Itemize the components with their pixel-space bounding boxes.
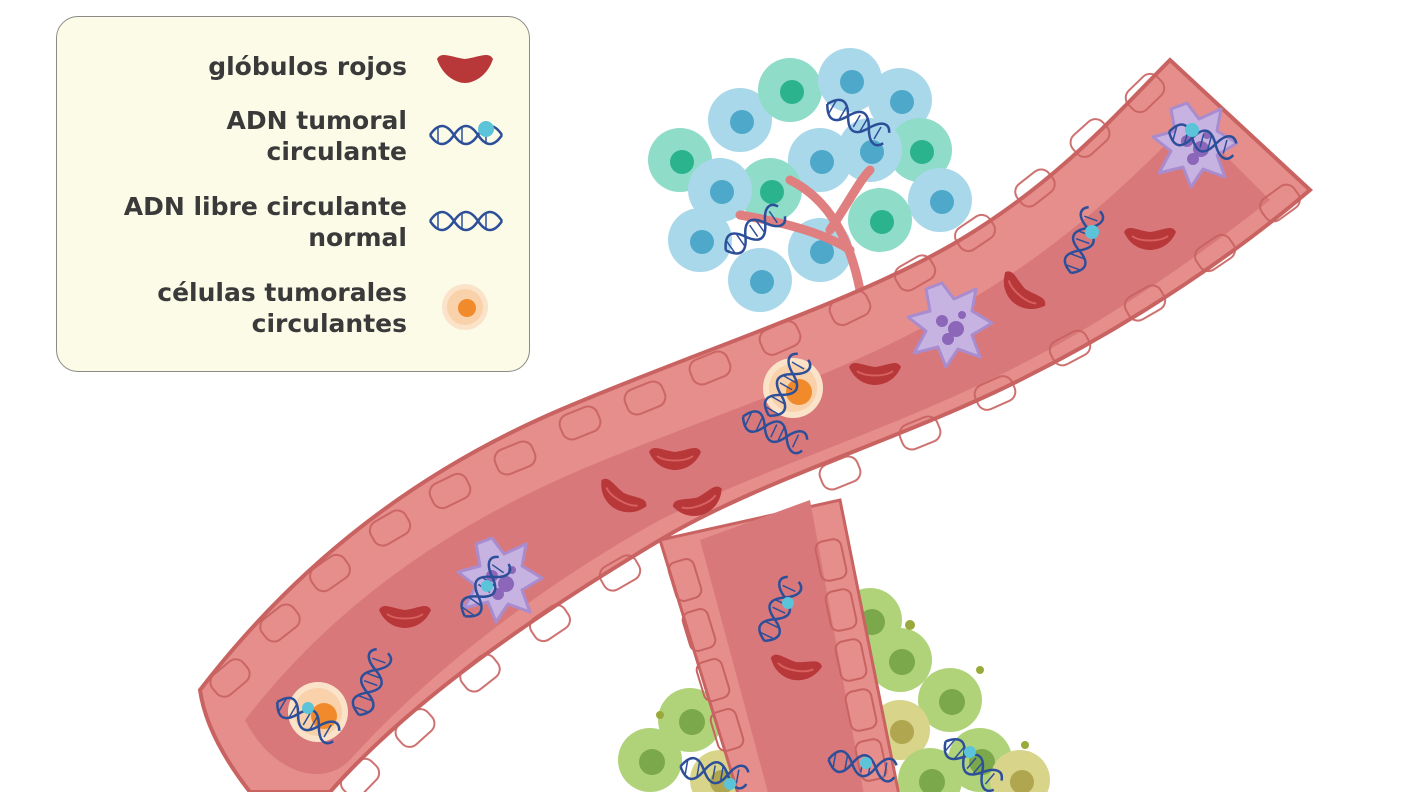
vessel-contents — [270, 92, 1239, 792]
legend-label: ADN libre circulante normal — [123, 192, 407, 252]
green-tissue — [618, 588, 1050, 792]
legend-label: ADN tumoral circulante — [226, 106, 407, 166]
legend-label: glóbulos rojos — [208, 52, 407, 81]
ctdna-icon — [428, 121, 504, 146]
legend: glóbulos rojos ADN tumoral circulante AD… — [56, 16, 530, 372]
blue-tumor-cluster — [648, 48, 972, 312]
legend-label: células tumorales circulantes — [157, 278, 407, 338]
branch-vessel — [658, 498, 900, 792]
red-blood-cell-icon — [437, 54, 493, 83]
cfdna-icon — [428, 210, 504, 232]
tumor-cell-icon — [442, 284, 488, 330]
